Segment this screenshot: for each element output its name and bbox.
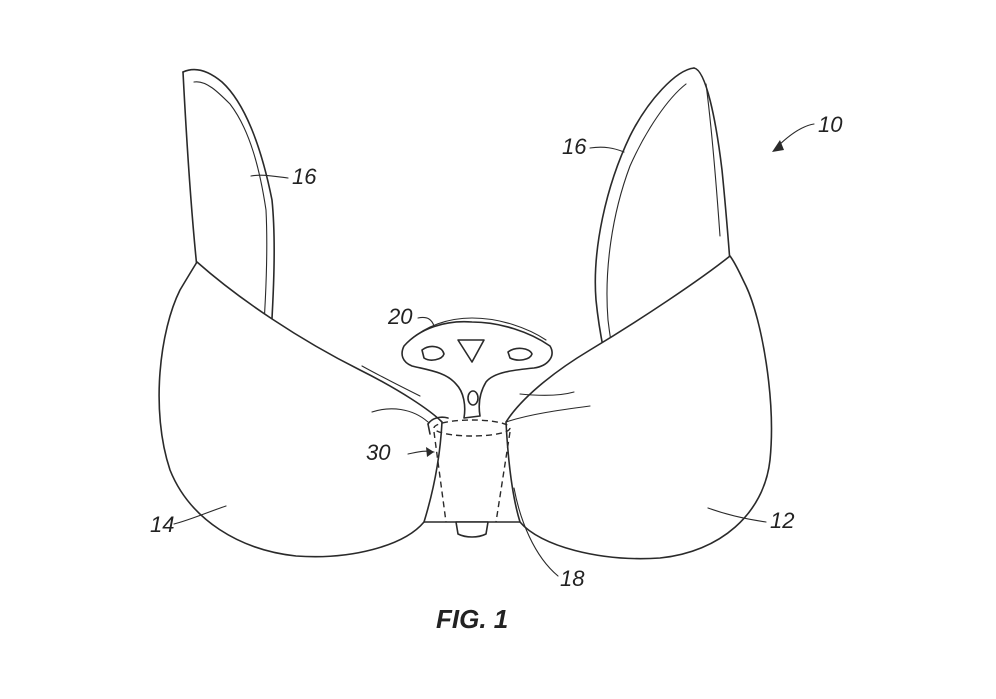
arrow-10-head: [772, 140, 784, 152]
label-device: 10: [818, 112, 843, 137]
tool-20: [401, 317, 553, 419]
arrow-30-head: [426, 447, 434, 457]
label-tool: 20: [387, 304, 413, 329]
right-cup: [505, 255, 773, 560]
leader-lines: [173, 123, 815, 577]
insert-30: [427, 416, 511, 538]
label-insert: 30: [366, 440, 391, 465]
label-cup-right: 12: [770, 508, 794, 533]
label-strap-right: 16: [562, 134, 587, 159]
left-cup: [158, 261, 443, 558]
left-strap: [182, 68, 275, 353]
label-cup-left: 14: [150, 512, 174, 537]
label-center: 18: [560, 566, 585, 591]
tool-screw: [467, 390, 479, 406]
figure-caption: FIG. 1: [436, 604, 508, 634]
label-strap-left: 16: [292, 164, 317, 189]
